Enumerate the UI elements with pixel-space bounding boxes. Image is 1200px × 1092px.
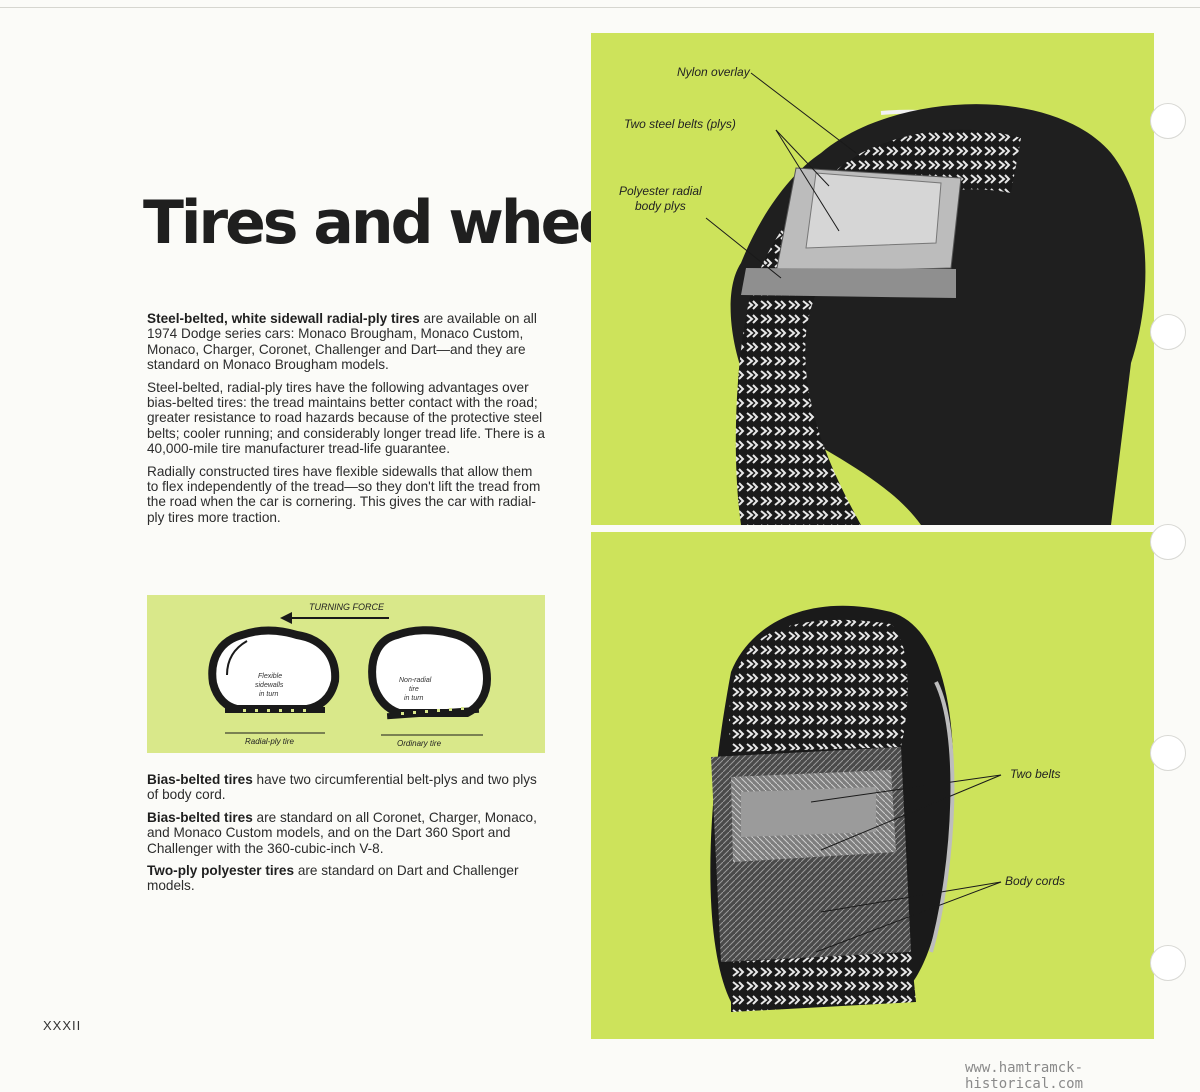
bias-paragraph-2: Bias-belted tires are standard on all Co…	[147, 810, 547, 856]
steel-belts-label: Two steel belts (plys)	[624, 117, 736, 131]
radial-tire-caption: Radial-ply tire	[245, 737, 294, 746]
bias-lead-2: Bias-belted tires	[147, 809, 253, 825]
page-number: XXXII	[43, 1018, 82, 1033]
site-watermark: www.hamtramck-historical.com	[965, 1060, 1084, 1092]
binder-hole	[1150, 314, 1186, 350]
bias-lead-1: Bias-belted tires	[147, 772, 253, 787]
radial-tire-panel: Nylon overlay Two steel belts (plys) Pol…	[591, 33, 1154, 525]
page-title: Tires and wheels	[143, 188, 669, 258]
radial-tire-cross-section	[208, 626, 340, 713]
bias-tire-panel: Two belts Body cords	[591, 532, 1154, 1039]
radial-paragraph-1: Steel-belted, white sidewall radial-ply …	[147, 311, 547, 373]
ordinary-tire-note-2: tire	[409, 686, 419, 693]
bias-tire-illustration	[710, 605, 1002, 1012]
ordinary-tire-cross-section	[368, 626, 491, 720]
polyester-plys-label: Polyester radial body plys	[619, 184, 702, 214]
radial-description: Steel-belted, white sidewall radial-ply …	[147, 311, 547, 532]
radial-tire-note-3: in turn	[259, 691, 279, 698]
bias-paragraph-3-text: are standard on Dart and Challenger mode…	[147, 863, 519, 894]
turning-force-arrowhead-icon	[280, 612, 292, 624]
radial-tire-note-2: sidewalls	[255, 682, 284, 689]
polyester-plys-label-line-1: Polyester radial	[619, 184, 702, 198]
radial-tire-illustration	[705, 72, 1146, 525]
turning-force-label: TURNING FORCE	[309, 602, 385, 612]
bias-paragraph-3: Two-ply polyester tires are standard on …	[147, 863, 547, 894]
radial-lead: Steel-belted, white sidewall radial-ply …	[147, 311, 420, 326]
binder-hole	[1150, 524, 1186, 560]
turning-force-illustration: TURNING FORCE Flexible sidewalls in turn…	[208, 602, 491, 748]
binder-hole	[1150, 103, 1186, 139]
nylon-overlay-label: Nylon overlay	[677, 65, 750, 79]
polyester-lead: Two-ply polyester tires	[147, 863, 295, 879]
polyester-plys-label-line-2: body plys	[635, 199, 686, 213]
bias-paragraph-1: Bias-belted tires have two circumferenti…	[147, 772, 547, 803]
body-cords-label: Body cords	[1005, 874, 1066, 888]
ordinary-tire-caption: Ordinary tire	[397, 739, 442, 748]
radial-paragraph-3: Radially constructed tires have flexible…	[147, 463, 541, 525]
turning-force-diagram: TURNING FORCE Flexible sidewalls in turn…	[147, 595, 545, 753]
binder-hole	[1150, 945, 1186, 981]
ordinary-tire-note-1: Non-radial	[399, 677, 432, 684]
radial-tire-note-1: Flexible	[258, 673, 282, 680]
bias-paragraph-1-text: have two circumferential belt-plys and t…	[147, 772, 537, 803]
bias-description: Bias-belted tires have two circumferenti…	[147, 772, 547, 901]
two-belts-label: Two belts	[1010, 767, 1061, 781]
top-rule	[0, 7, 1200, 8]
radial-paragraph-2: Steel-belted, radial-ply tires have the …	[147, 379, 545, 457]
bias-paragraph-2-text: are standard on all Coronet, Charger, Mo…	[147, 809, 537, 856]
ordinary-tire-note-3: in turn	[404, 695, 424, 702]
binder-hole	[1150, 735, 1186, 771]
radial-paragraph-1-text: are available on all 1974 Dodge series c…	[147, 311, 537, 373]
